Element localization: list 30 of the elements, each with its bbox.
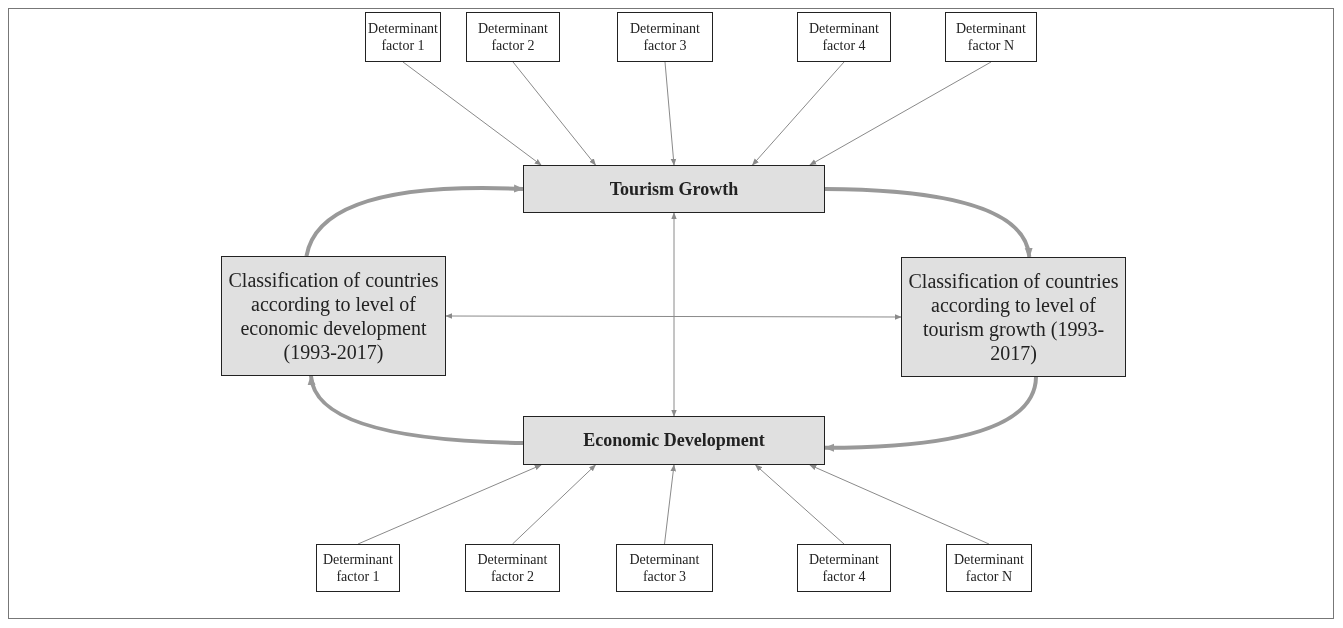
factor-box: Determinant factor N [946, 544, 1032, 592]
concept-box: Tourism Growth [523, 165, 825, 213]
factor-box: Determinant factor 4 [797, 544, 891, 592]
classification-box: Classification of countries according to level of economic development (1993-2017) [221, 256, 446, 376]
classification-box: Classification of countries according to level of tourism growth (1993-2017) [901, 257, 1126, 377]
arrow [512, 61, 596, 166]
arrow [402, 61, 542, 166]
factor-box: Determinant factor 1 [316, 544, 400, 592]
factor-box: Determinant factor 3 [616, 544, 713, 592]
concept-box: Economic Development [523, 416, 825, 465]
arrow [752, 61, 845, 166]
curved-arrow [304, 184, 524, 257]
arrow [809, 61, 992, 166]
arrow [357, 464, 542, 545]
arrow [671, 212, 677, 417]
curved-arrow [308, 375, 524, 445]
factor-box: Determinant factor 2 [465, 544, 560, 592]
arrow [664, 464, 677, 545]
curved-arrow [824, 187, 1032, 258]
arrow [512, 464, 596, 545]
factor-box: Determinant factor 3 [617, 12, 713, 62]
arrow [809, 464, 990, 545]
arrow [664, 61, 677, 166]
arrow [755, 464, 845, 545]
factor-box: Determinant factor N [945, 12, 1037, 62]
curved-arrow [824, 376, 1038, 452]
factor-box: Determinant factor 4 [797, 12, 891, 62]
factor-box: Determinant factor 1 [365, 12, 441, 62]
arrow [445, 313, 902, 320]
factor-box: Determinant factor 2 [466, 12, 560, 62]
